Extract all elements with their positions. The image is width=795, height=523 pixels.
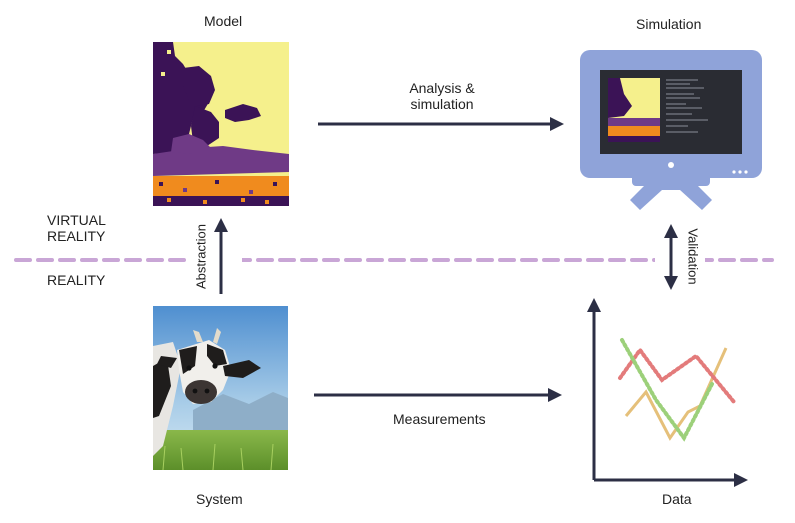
abstraction-group	[188, 210, 242, 300]
simulation-label: Simulation	[636, 16, 702, 32]
data-label: Data	[662, 491, 692, 507]
reality-label: REALITY	[47, 272, 106, 288]
model-image	[153, 42, 289, 206]
analysis-label-line1: Analysis &	[409, 80, 475, 96]
data-plot-icon	[584, 298, 754, 492]
system-label: System	[196, 491, 243, 507]
validation-arrow	[664, 224, 678, 290]
virtual-reality-line1: VIRTUAL	[47, 212, 106, 228]
reality-divider	[14, 258, 774, 262]
measurements-arrow	[314, 388, 562, 402]
virtual-reality-line2: REALITY	[47, 228, 106, 244]
analysis-label-line2: simulation	[410, 96, 474, 112]
model-label: Model	[204, 13, 243, 29]
validation-group	[655, 222, 705, 294]
measurements-label: Measurements	[393, 411, 486, 427]
virtual-reality-label: VIRTUAL REALITY	[47, 212, 106, 244]
analysis-label: Analysis & simulation	[400, 80, 484, 112]
system-image	[153, 306, 288, 470]
validation-label: Validation	[685, 228, 701, 285]
abstraction-arrow	[214, 218, 228, 294]
monitor-icon	[580, 50, 762, 210]
analysis-arrow	[318, 117, 564, 131]
abstraction-label: Abstraction	[193, 223, 209, 290]
